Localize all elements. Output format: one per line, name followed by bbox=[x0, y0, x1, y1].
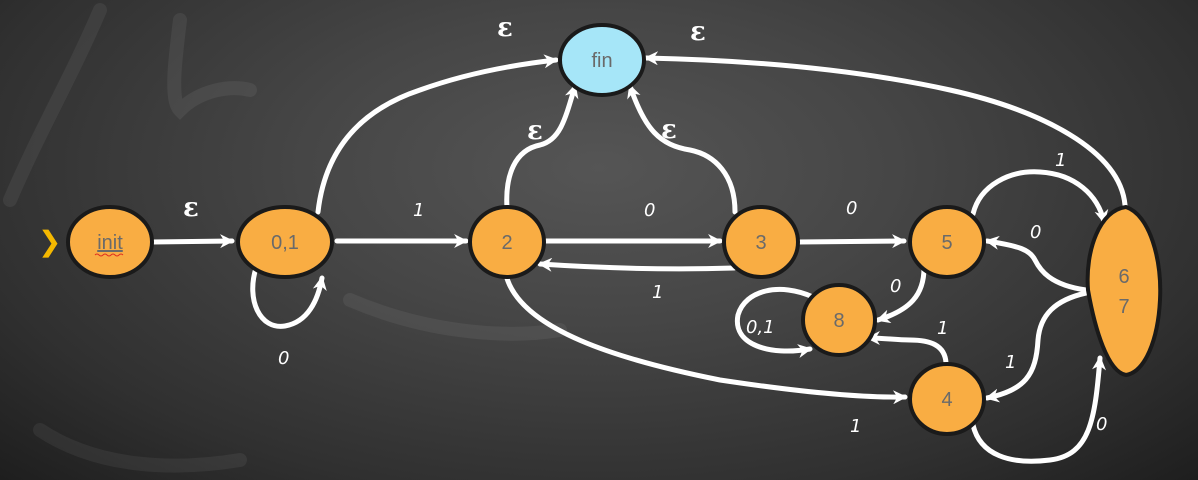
edge-label-s5-s8: 0 bbox=[890, 276, 901, 297]
node-s8[interactable]: 8 bbox=[801, 283, 877, 357]
chalk-smudges bbox=[3, 3, 567, 473]
edge-label-s2-s3: 0 bbox=[644, 200, 655, 221]
edge-label-s01-loop: 0 bbox=[278, 348, 289, 369]
edge-s3-s2 bbox=[537, 257, 737, 272]
edge-s8-loop bbox=[734, 287, 816, 358]
edge-label-s2-s4: 1 bbox=[850, 416, 861, 437]
edges bbox=[149, 51, 1128, 464]
edge-s67-fin bbox=[643, 51, 1128, 208]
edge-label-s8-loop: 0,1 bbox=[746, 317, 775, 338]
node-s4[interactable]: 4 bbox=[908, 362, 986, 436]
edge-s2-s4 bbox=[503, 272, 908, 405]
node-s2-label: 2 bbox=[501, 232, 512, 254]
node-fin-label: fin bbox=[591, 50, 612, 72]
node-s4-label: 4 bbox=[941, 389, 952, 411]
node-s67-label-line2: 7 bbox=[1118, 296, 1129, 318]
node-s5[interactable]: 5 bbox=[908, 205, 986, 279]
edge-label-s3-s2: 1 bbox=[652, 282, 663, 303]
node-s2[interactable]: 2 bbox=[468, 205, 546, 279]
node-s3-label: 3 bbox=[755, 232, 766, 254]
edge-s67-s4 bbox=[984, 290, 1089, 403]
edge-label-init-s01: ε bbox=[183, 193, 199, 223]
edge-s3-fin bbox=[627, 83, 738, 215]
node-s67[interactable]: 6 7 bbox=[1085, 204, 1163, 378]
edge-label-s01-fin: ε bbox=[497, 13, 513, 43]
node-fin[interactable]: fin bbox=[558, 23, 646, 97]
node-s01[interactable]: 0,1 bbox=[236, 205, 334, 279]
edge-s5-s8 bbox=[875, 265, 927, 324]
edge-s4-s8 bbox=[865, 331, 949, 366]
edge-label-s67-fin: ε bbox=[690, 17, 706, 47]
edge-s01-loop bbox=[250, 265, 327, 329]
edge-label-s67-s5: 0 bbox=[1030, 222, 1041, 243]
edge-label-s67-s4: 1 bbox=[1005, 352, 1016, 373]
edge-s67-s5 bbox=[984, 235, 1089, 293]
edge-label-s4-s67: 0 bbox=[1096, 414, 1107, 435]
node-s8-label: 8 bbox=[833, 310, 844, 332]
edge-s5-s67 bbox=[970, 169, 1109, 225]
edge-s3-s5 bbox=[795, 234, 907, 249]
edge-s2-fin bbox=[504, 83, 579, 211]
node-s5-label: 5 bbox=[941, 232, 952, 254]
nodes: init 0,1 2 3 5 8 4 6 7 bbox=[66, 23, 1163, 436]
start-marker-icon: ❯ bbox=[38, 225, 61, 258]
node-s01-label: 0,1 bbox=[271, 232, 299, 254]
node-init[interactable]: init bbox=[66, 205, 154, 279]
edge-label-s4-s8: 1 bbox=[937, 318, 948, 339]
edge-label-s01-s2: 1 bbox=[413, 200, 424, 221]
edge-label-s3-fin: ε bbox=[661, 115, 677, 145]
edge-label-s3-s5: 0 bbox=[846, 198, 857, 219]
edge-init-s01 bbox=[149, 234, 235, 249]
node-s3[interactable]: 3 bbox=[722, 205, 800, 279]
edge-label-s5-s67: 1 bbox=[1055, 150, 1066, 171]
spellcheck-underline bbox=[94, 253, 124, 257]
node-init-label: init bbox=[97, 232, 123, 254]
edge-label-s2-fin: ε bbox=[527, 116, 543, 146]
edge-s01-fin bbox=[315, 54, 559, 215]
edge-s4-s67 bbox=[970, 355, 1107, 464]
edge-labels: ε 0 ε 1 ε 0 1 ε 0 1 1 ε 0 0 0,1 1 1 0 bbox=[183, 13, 1107, 437]
node-s67-label-line1: 6 bbox=[1118, 266, 1129, 288]
